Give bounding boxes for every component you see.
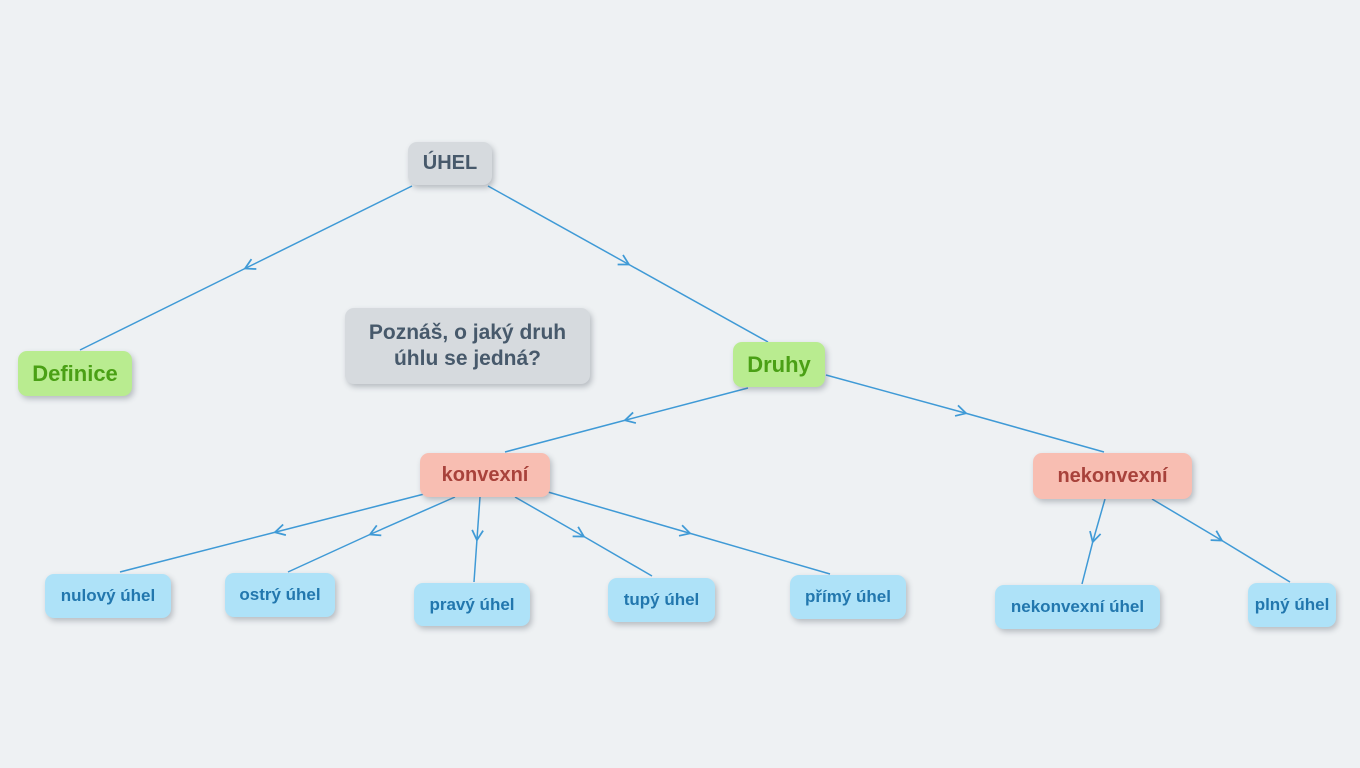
node-ostry-uhel-label: ostrý úhel bbox=[239, 585, 321, 605]
node-ostry-uhel[interactable]: ostrý úhel bbox=[225, 573, 335, 617]
node-definice-label: Definice bbox=[32, 360, 118, 386]
edge-konvexni-nulovy bbox=[119, 491, 433, 573]
edge-druhy-nekonvexni bbox=[825, 374, 1105, 453]
node-primy-uhel[interactable]: přímý úhel bbox=[790, 575, 906, 619]
node-nekonvexni-uhel[interactable]: nekonvexní úhel bbox=[995, 585, 1160, 629]
node-pravy-uhel-label: pravý úhel bbox=[429, 594, 515, 614]
edge-nekonvexni-nekonvexni-uhel bbox=[1081, 498, 1106, 585]
edge-konvexni-primy bbox=[547, 491, 831, 575]
node-tupy-uhel[interactable]: tupý úhel bbox=[608, 578, 715, 622]
node-druhy[interactable]: Druhy bbox=[733, 342, 825, 387]
node-pravy-uhel[interactable]: pravý úhel bbox=[414, 583, 530, 626]
edge-konvexni-tupy bbox=[514, 496, 653, 577]
node-nulovy-uhel-label: nulový úhel bbox=[60, 586, 156, 606]
node-konvexni-label: konvexní bbox=[441, 463, 529, 486]
node-primy-uhel-label: přímý úhel bbox=[805, 587, 891, 607]
node-plny-uhel-label: plný úhel bbox=[1254, 595, 1330, 615]
node-nekonvexni-label: nekonvexní bbox=[1057, 464, 1168, 487]
node-note-question[interactable]: Poznáš, o jaký druh úhlu se jedná? bbox=[345, 308, 590, 384]
edge-druhy-konvexni bbox=[504, 387, 749, 453]
edge-konvexni-ostry bbox=[287, 496, 456, 573]
node-plny-uhel[interactable]: plný úhel bbox=[1248, 583, 1336, 627]
node-nekonvexni[interactable]: nekonvexní bbox=[1033, 453, 1192, 499]
edge-nekonvexni-plny bbox=[1151, 498, 1291, 583]
node-konvexni[interactable]: konvexní bbox=[420, 453, 550, 497]
node-definice[interactable]: Definice bbox=[18, 351, 132, 396]
node-uhel[interactable]: ÚHEL bbox=[408, 142, 492, 185]
node-nulovy-uhel[interactable]: nulový úhel bbox=[45, 574, 171, 618]
node-uhel-label: ÚHEL bbox=[422, 152, 478, 174]
node-nekonvexni-uhel-label: nekonvexní úhel bbox=[1010, 597, 1145, 617]
node-druhy-label: Druhy bbox=[747, 351, 811, 377]
node-note-text: Poznáš, o jaký druh úhlu se jedná? bbox=[368, 320, 567, 370]
edge-konvexni-pravy bbox=[471, 496, 484, 583]
node-tupy-uhel-label: tupý úhel bbox=[623, 590, 700, 610]
